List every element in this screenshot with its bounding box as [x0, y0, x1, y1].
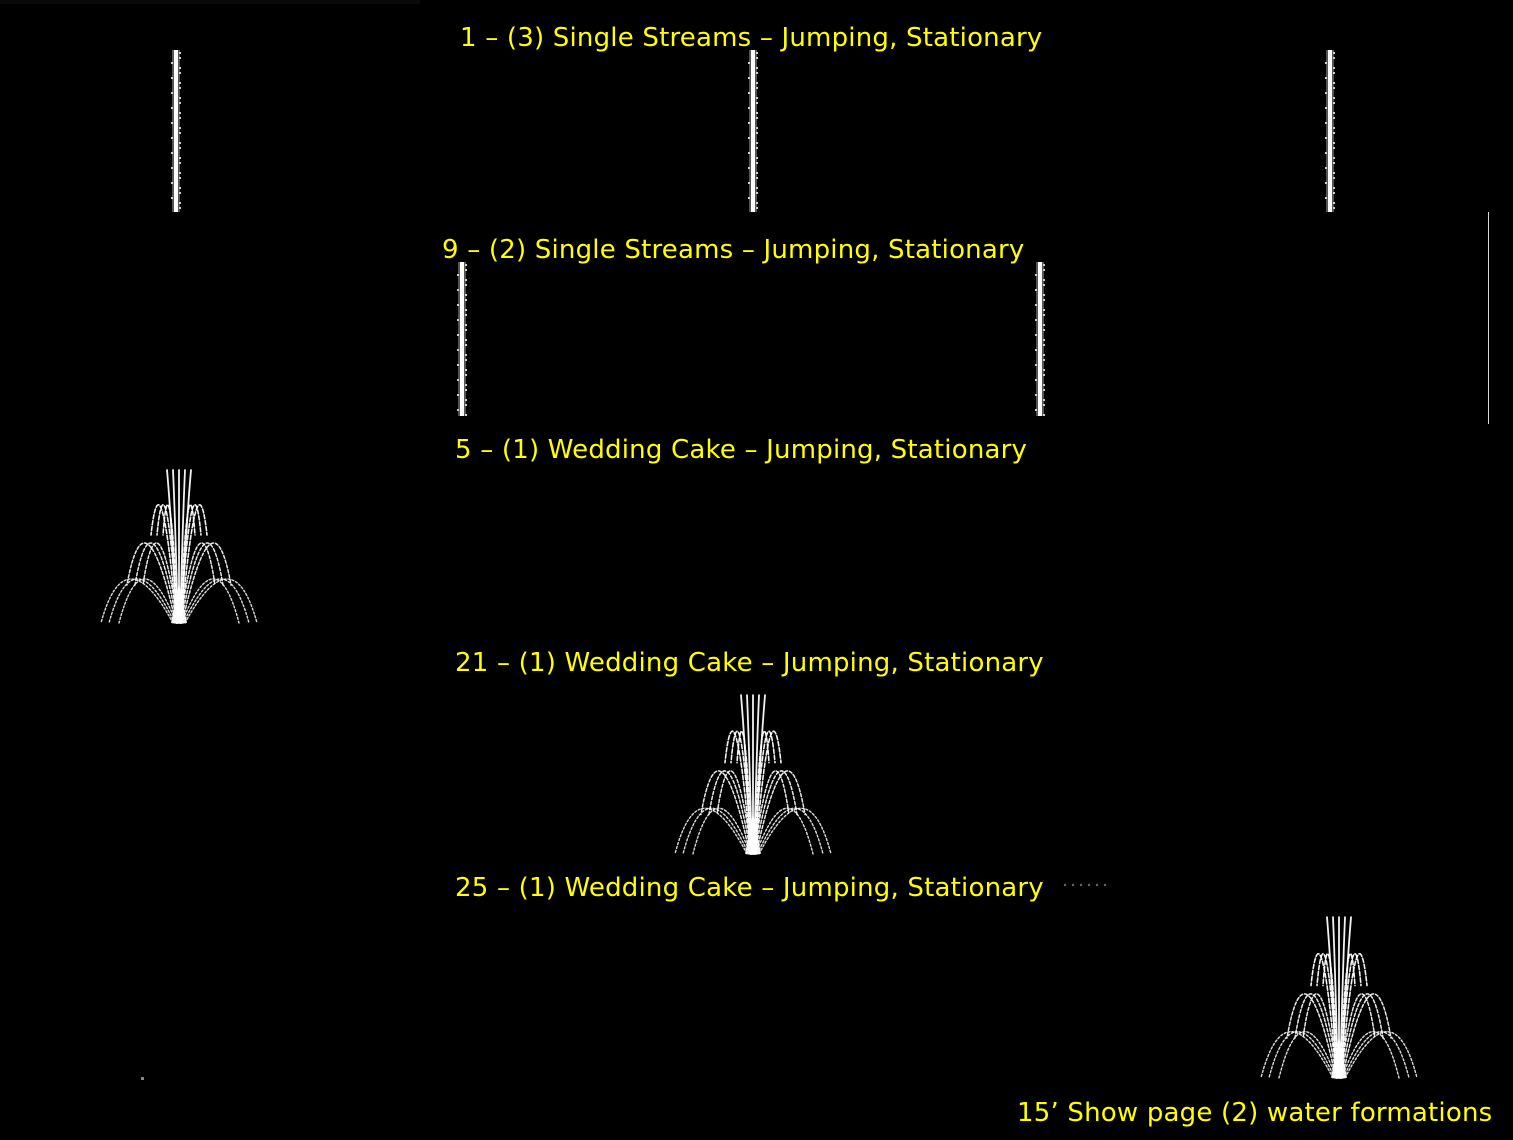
- caption-row-2: 9 – (2) Single Streams – Jumping, Statio…: [442, 235, 1025, 265]
- single-stream-icon: [456, 262, 468, 416]
- top-edge-strip: [0, 0, 420, 4]
- stray-dot: [141, 1077, 144, 1080]
- spray-dots-icon: [1063, 883, 1107, 887]
- caption-row-1: 1 – (3) Single Streams – Jumping, Statio…: [460, 23, 1043, 53]
- caption-row-3: 5 – (1) Wedding Cake – Jumping, Stationa…: [455, 435, 1028, 465]
- single-stream-icon: [747, 50, 759, 212]
- wedding-cake-fountain-icon: [1258, 912, 1420, 1080]
- footer-title: 15’ Show page (2) water formations: [1017, 1098, 1493, 1128]
- caption-row-4: 21 – (1) Wedding Cake – Jumping, Station…: [455, 648, 1044, 678]
- single-stream-icon: [1324, 50, 1336, 212]
- caption-row-5: 25 – (1) Wedding Cake – Jumping, Station…: [455, 873, 1044, 903]
- single-stream-icon: [170, 50, 182, 212]
- edge-divider: [1488, 212, 1489, 424]
- wedding-cake-fountain-icon: [98, 465, 260, 625]
- wedding-cake-fountain-icon: [672, 690, 834, 856]
- single-stream-icon: [1034, 262, 1046, 416]
